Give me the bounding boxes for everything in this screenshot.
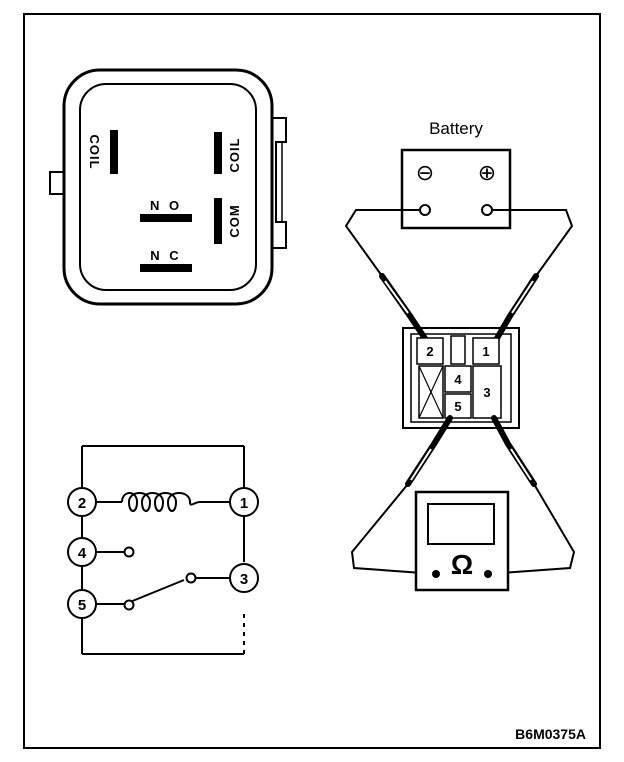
coil-right-blade <box>214 132 222 174</box>
nc-label: N C <box>150 248 181 263</box>
battery-label: Battery <box>429 119 483 138</box>
negative-probe-core <box>384 280 409 314</box>
ohmmeter-left-jack <box>432 570 440 578</box>
connector-pin-1-cell <box>472 337 500 365</box>
battery-leads <box>344 209 574 343</box>
ohmmeter-left-probe-core <box>410 448 432 481</box>
no-blade <box>140 214 192 222</box>
connector-pin-2: 2 <box>426 344 433 359</box>
schem-terminal-4-ring <box>67 537 97 567</box>
coil-right-label: COIL <box>227 137 242 172</box>
schem-terminal-1: 1 <box>240 495 248 512</box>
figure-border <box>23 13 601 749</box>
connector-pin-2-cell <box>416 337 444 365</box>
ohmmeter-right-jack <box>484 570 492 578</box>
battery-body <box>400 148 512 230</box>
ohmmeter-right-probe-core <box>510 448 532 481</box>
ohm-symbol: Ω <box>451 549 473 580</box>
relay-face-view: COIL COIL COM N O N C <box>49 68 287 306</box>
connector-pin-5-cell <box>444 393 472 419</box>
schem-terminal-2: 2 <box>78 495 86 512</box>
schem-terminal-1-ring <box>229 487 259 517</box>
schem-terminal-3: 3 <box>240 571 248 588</box>
negative-lead-wire <box>344 209 420 277</box>
connector-outer <box>402 327 520 429</box>
relay-connector: 2 1 4 5 3 <box>402 327 520 429</box>
battery-positive-terminal <box>481 204 493 216</box>
positive-probe-core <box>511 280 534 314</box>
com-blade <box>214 198 222 244</box>
ohmmeter-right-wire <box>487 483 576 575</box>
com-label: COM <box>227 204 242 237</box>
coil-left-blade <box>110 130 118 174</box>
ohmmeter-display <box>427 503 495 545</box>
battery-negative-terminal <box>419 204 431 216</box>
connector-slot <box>450 335 466 365</box>
schematic-terminals: 2 1 4 3 5 <box>67 487 259 619</box>
schematic-contacts <box>123 546 197 611</box>
connector-inner <box>410 333 512 423</box>
positive-lead-wire <box>492 209 574 277</box>
ohmmeter: Ω <box>414 490 510 592</box>
no-label: N O <box>150 198 182 213</box>
nc-contact <box>123 546 135 558</box>
figure-code: B6M0375A <box>515 726 586 742</box>
connector-pin-3: 3 <box>483 385 490 400</box>
switch-arm <box>129 579 185 603</box>
connector-pin-4: 4 <box>454 372 462 387</box>
connector-empty-x-b <box>418 365 444 419</box>
battery: Battery ⊖ ⊕ <box>400 119 512 230</box>
nc-blade <box>140 264 192 272</box>
no-contact <box>185 572 197 584</box>
connector-pin-4-cell <box>444 365 472 393</box>
relay-left-tab <box>49 171 65 195</box>
ohmmeter-left-wire <box>350 483 437 575</box>
common-contact <box>123 599 135 611</box>
battery-negative-symbol: ⊖ <box>416 160 434 185</box>
schem-terminal-2-ring <box>67 487 97 517</box>
schem-terminal-4: 4 <box>78 545 87 562</box>
relay-right-bracket <box>272 117 287 249</box>
coil-left-label: COIL <box>87 134 102 169</box>
relay-schematic <box>81 445 245 655</box>
ohmmeter-leads <box>350 415 576 575</box>
connector-pin-1: 1 <box>482 344 489 359</box>
relay-housing-inner <box>79 83 257 291</box>
connector-pin-5: 5 <box>454 399 461 414</box>
schem-terminal-5-ring <box>67 589 97 619</box>
coil-symbol <box>121 492 201 512</box>
battery-positive-symbol: ⊕ <box>478 160 496 185</box>
connector-pin-3-cell <box>472 365 502 419</box>
schem-terminal-3-ring <box>229 563 259 593</box>
schem-terminal-5: 5 <box>78 597 86 614</box>
